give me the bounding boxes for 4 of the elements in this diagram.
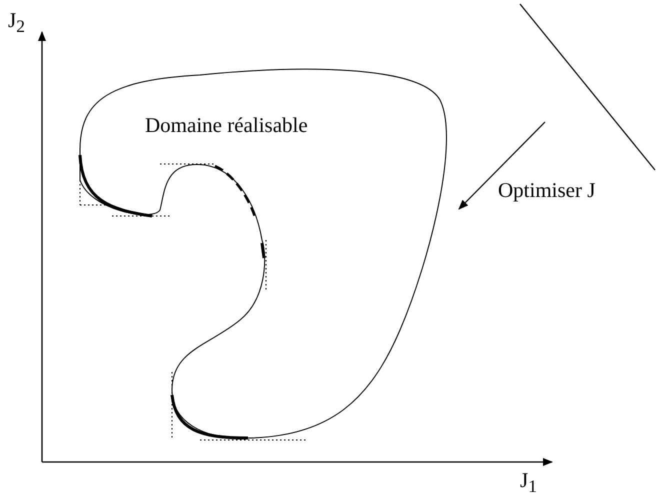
region-label: Domaine réalisable bbox=[145, 115, 308, 136]
direction-label: Optimiser J bbox=[498, 180, 596, 201]
axis-label: J$_{1}$ bbox=[520, 470, 537, 496]
axis-label: J$_{2}$ bbox=[8, 10, 25, 36]
